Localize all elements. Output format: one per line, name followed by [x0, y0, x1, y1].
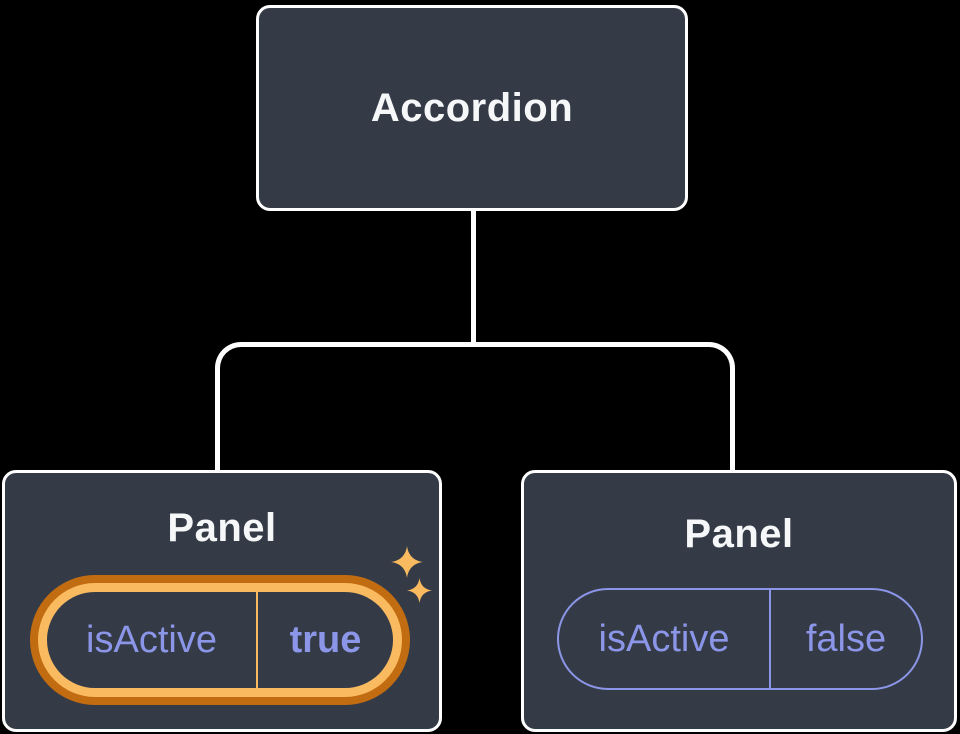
prop-name: isActive: [86, 618, 217, 661]
prop-divider: [256, 592, 258, 688]
sparkle-icon-small: [407, 578, 432, 603]
prop-pill-plain: isActive false: [557, 588, 923, 690]
connector-branch: [215, 342, 735, 471]
prop-divider: [769, 590, 771, 688]
prop-pill-highlighted: isActive true: [30, 575, 410, 705]
accordion-node-label: Accordion: [370, 85, 574, 130]
highlight-ring: isActive true: [38, 583, 402, 697]
panel-node-right-label: Panel: [684, 512, 794, 556]
prop-value: true: [289, 618, 362, 661]
accordion-node: Accordion: [256, 5, 688, 211]
prop-pill-inner: isActive true: [47, 592, 393, 688]
connector-stem: [471, 209, 476, 344]
sparkle-icon-large: [391, 546, 423, 578]
prop-value: false: [805, 617, 887, 660]
prop-name: isActive: [598, 617, 730, 660]
panel-node-left-label: Panel: [167, 506, 277, 550]
